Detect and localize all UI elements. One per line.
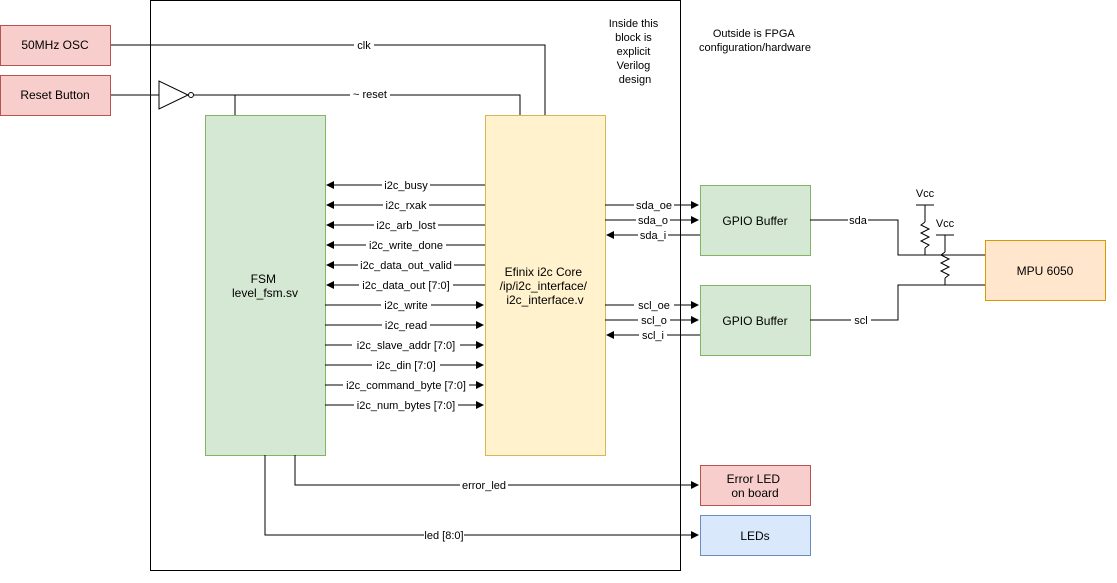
i2c-core-block: Efinix i2c Core /ip/i2c_interface/ i2c_i… (485, 115, 606, 456)
svg-text:GPIO Buffer: GPIO Buffer (722, 314, 787, 328)
mpu-block: MPU 6050 (985, 240, 1106, 301)
sig-i2c-data-out-valid: i2c_data_out_valid (360, 260, 452, 272)
svg-text:50MHz OSC: 50MHz OSC (21, 38, 89, 52)
reset-button-block: Reset Button (0, 75, 111, 116)
sig-scl-i: scl_i (642, 330, 664, 342)
outside-note: Outside is FPGA configuration/hardware (699, 28, 811, 54)
led-wire: led [8:0] (264, 455, 699, 542)
clk-wire: clk (110, 38, 546, 115)
reset-label: ~ reset (353, 89, 387, 101)
sig-sda-i: sda_i (640, 230, 666, 242)
scl-signals: scl_oe scl_o scl_i (605, 298, 700, 342)
fsm-to-core-signals: i2c_write i2c_read i2c_slave_addr [7:0] … (325, 298, 484, 412)
svg-text:GPIO Buffer: GPIO Buffer (722, 214, 787, 228)
clk-label: clk (357, 40, 371, 52)
inside-note: Inside this block is explicit Verilog de… (609, 18, 662, 86)
inverter-bubble (188, 92, 194, 98)
pullup-resistor-scl (939, 251, 951, 279)
i2c-bus-wires: sda scl Vcc Vcc (810, 188, 985, 327)
vcc-label-1: Vcc (916, 188, 935, 200)
svg-text:LEDs: LEDs (740, 529, 769, 543)
sig-i2c-command-byte: i2c_command_byte [7:0] (346, 380, 466, 392)
svg-text:Error LED on board: Error LED on board (727, 472, 784, 500)
sig-scl-o: scl_o (641, 315, 667, 327)
svg-text:MPU 6050: MPU 6050 (1017, 264, 1074, 278)
svg-text:FSM level_fsm.sv: FSM level_fsm.sv (232, 272, 298, 300)
sig-i2c-slave-addr: i2c_slave_addr [7:0] (357, 340, 455, 352)
sda-label: sda (849, 215, 868, 227)
inverter-gate (158, 80, 190, 110)
svg-text:Efinix i2c Core /ip/i2c_: Efinix i2c Core /ip/i2c_interface/ i2c_i… (500, 265, 591, 307)
sig-i2c-read: i2c_read (385, 320, 427, 332)
sig-i2c-data-out: i2c_data_out [7:0] (362, 280, 449, 292)
sda-signals: sda_oe sda_o sda_i (605, 198, 700, 242)
reset-wire: ~ reset (110, 80, 521, 115)
sig-i2c-write: i2c_write (384, 300, 427, 312)
sig-i2c-din: i2c_din [7:0] (376, 360, 435, 372)
pullup-resistor-sda (919, 221, 931, 249)
sig-i2c-rxak: i2c_rxak (386, 200, 427, 212)
fsm-block: FSM level_fsm.sv (205, 115, 326, 456)
sig-sda-oe: sda_oe (636, 200, 672, 212)
leds-block: LEDs (700, 515, 811, 556)
sig-i2c-write-done: i2c_write_done (369, 240, 443, 252)
gpio-buffer-sda: GPIO Buffer (700, 185, 811, 256)
error-led-wire: error_led (294, 455, 699, 492)
error-led-block: Error LED on board (700, 465, 811, 506)
error-led-label: error_led (462, 480, 506, 492)
sig-sda-o: sda_o (638, 215, 668, 227)
gpio-buffer-scl: GPIO Buffer (700, 285, 811, 356)
svg-text:Reset Button: Reset Button (20, 88, 89, 102)
scl-label: scl (854, 315, 867, 327)
core-to-fsm-signals: i2c_busy i2c_rxak i2c_arb_lost i2c_write… (326, 178, 485, 292)
verilog-design-boundary (150, 0, 681, 571)
vcc-label-2: Vcc (936, 218, 955, 230)
sig-i2c-arb-lost: i2c_arb_lost (376, 220, 435, 232)
osc-block: 50MHz OSC (0, 25, 111, 66)
sig-i2c-busy: i2c_busy (384, 180, 428, 192)
sig-i2c-num-bytes: i2c_num_bytes [7:0] (357, 400, 455, 412)
sig-scl-oe: scl_oe (638, 300, 670, 312)
led-label: led [8:0] (424, 530, 463, 542)
